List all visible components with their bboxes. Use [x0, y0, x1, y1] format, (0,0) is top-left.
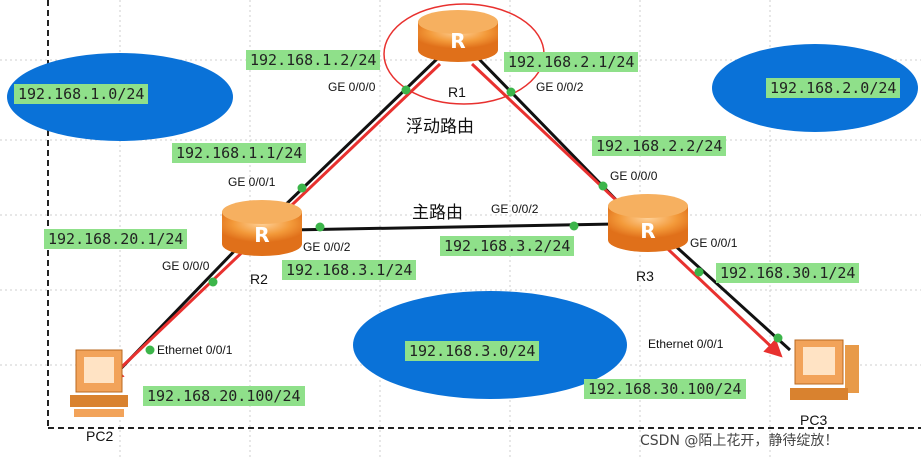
port-pc3-eth: Ethernet 0/0/1: [648, 337, 724, 351]
router-r3-icon[interactable]: R: [608, 194, 688, 252]
network-label-3: 192.168.3.0/24: [405, 341, 540, 361]
port-r3-top: GE 0/0/0: [610, 169, 658, 183]
port-pc2-eth: Ethernet 0/0/1: [157, 343, 233, 357]
pc3-icon[interactable]: [790, 339, 859, 400]
link-r2-r3: [289, 222, 616, 232]
pc2-icon[interactable]: [70, 349, 128, 417]
address-r3-g002: 192.168.3.2/24: [440, 236, 575, 256]
address-r1-g000: 192.168.1.2/24: [246, 50, 381, 70]
address-r2-g001: 192.168.1.1/24: [172, 143, 307, 163]
address-pc2: 192.168.20.100/24: [143, 386, 305, 406]
main-route-label: 主路由: [412, 203, 463, 223]
address-r1-g002: 192.168.2.1/24: [504, 52, 639, 72]
port-r2-right: GE 0/0/2: [303, 240, 351, 254]
port-dots: [145, 85, 783, 355]
device-label-r1: R1: [448, 84, 466, 100]
router-r1-icon[interactable]: R: [418, 10, 498, 62]
device-label-pc2: PC2: [86, 428, 114, 444]
device-label-pc3: PC3: [800, 412, 828, 428]
address-r3-g000: 192.168.2.2/24: [592, 136, 727, 156]
port-r3-left: GE 0/0/2: [491, 202, 539, 216]
device-label-r3: R3: [636, 268, 654, 284]
port-r1-right: GE 0/0/2: [536, 80, 584, 94]
port-r3-bottom: GE 0/0/1: [690, 236, 738, 250]
svg-text:R: R: [640, 219, 655, 243]
network-label-1: 192.168.1.0/24: [14, 84, 149, 104]
floating-route-label: 浮动路由: [406, 117, 474, 137]
network-label-2: 192.168.2.0/24: [766, 78, 901, 98]
address-pc3: 192.168.30.100/24: [584, 379, 746, 399]
port-r2-top: GE 0/0/1: [228, 175, 276, 189]
port-r1-left: GE 0/0/0: [328, 80, 376, 94]
watermark: CSDN @陌上花开，静待绽放！: [640, 433, 839, 449]
router-r2-icon[interactable]: R: [222, 200, 302, 256]
link-r3-pc3: [658, 230, 792, 352]
port-r2-bottom: GE 0/0/0: [162, 259, 210, 273]
address-r3-g001: 192.168.30.1/24: [716, 263, 860, 283]
device-label-r2: R2: [250, 271, 268, 287]
address-r2-g000: 192.168.20.1/24: [44, 229, 188, 249]
svg-text:R: R: [254, 223, 269, 247]
address-r2-g002: 192.168.3.1/24: [282, 260, 417, 280]
svg-text:R: R: [450, 29, 465, 53]
